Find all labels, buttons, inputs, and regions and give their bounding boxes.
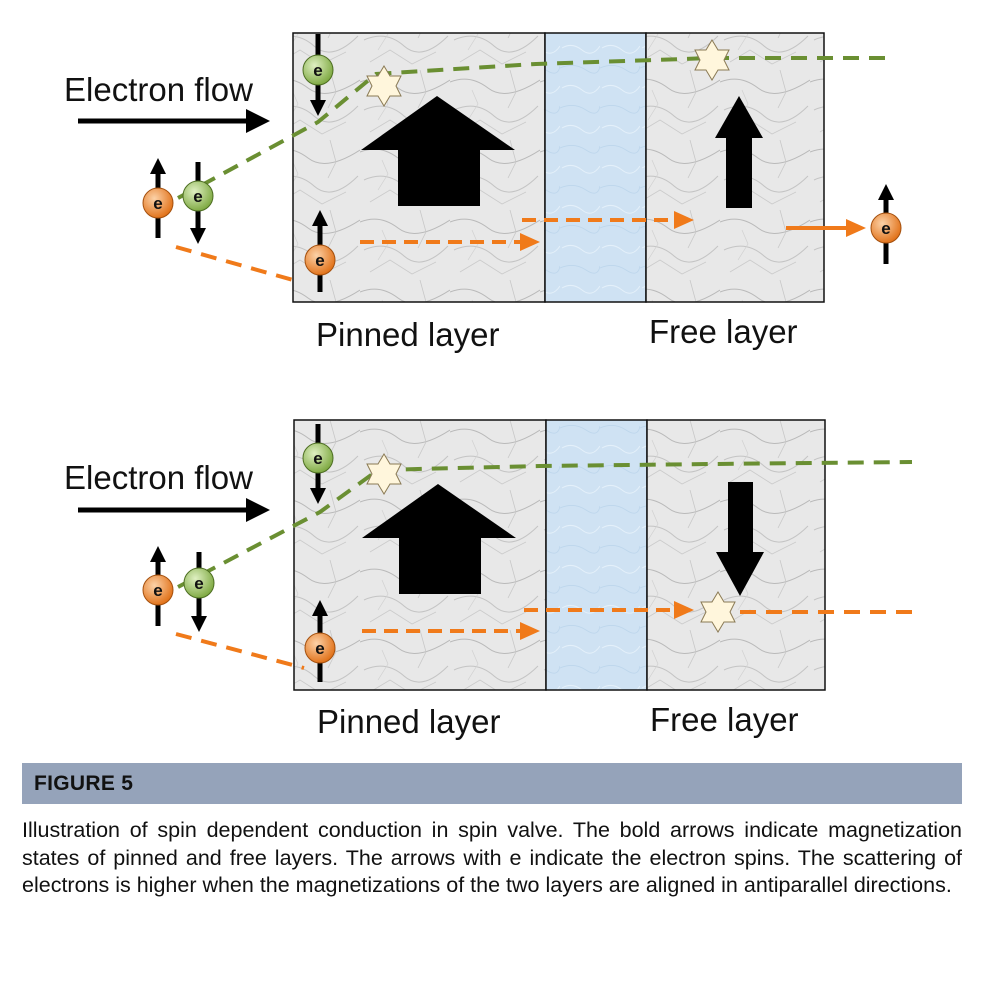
scatter-star-icon	[694, 39, 730, 81]
spacer-layer	[544, 32, 647, 303]
electron-flow-label: Electron flow	[64, 71, 253, 108]
free-layer-label: Free layer	[649, 313, 798, 350]
spin-arrow-head-icon	[150, 546, 166, 562]
panel-parallel: Electron flow e e	[64, 32, 902, 353]
free-magnetization-arrow-icon	[716, 482, 764, 596]
svg-text:e: e	[881, 219, 890, 238]
svg-text:e: e	[315, 251, 324, 270]
electron-icon: e	[183, 567, 215, 599]
orange-path-arrowhead-2	[674, 211, 694, 229]
electron-icon: e	[304, 244, 336, 276]
spin-valve-diagram: Electron flow e e	[64, 32, 922, 740]
orange-path-arrowhead-2	[674, 601, 694, 619]
orange-electron-path-entry	[175, 245, 301, 284]
spacer-layer	[545, 419, 648, 691]
spin-arrow-head-icon	[312, 210, 328, 226]
svg-text:e: e	[153, 581, 162, 600]
free-layer-label: Free layer	[650, 701, 799, 738]
green-electron-path	[177, 460, 913, 589]
electron-icon: e	[142, 187, 174, 219]
electron-icon: e	[302, 54, 334, 86]
scatter-star-icon	[700, 591, 736, 633]
free-magnetization-arrow-icon	[715, 96, 763, 208]
electron-icon: e	[182, 180, 214, 212]
electron-flow-label: Electron flow	[64, 459, 253, 496]
svg-text:e: e	[315, 639, 324, 658]
electron-icon: e	[304, 632, 336, 664]
svg-text:e: e	[153, 194, 162, 213]
figure-header-bar: FIGURE 5	[22, 763, 962, 804]
svg-text:e: e	[313, 61, 322, 80]
pinned-layer-label: Pinned layer	[317, 703, 500, 740]
spin-arrow-head-icon	[312, 600, 328, 616]
svg-text:e: e	[194, 574, 203, 593]
electron-icon: e	[870, 212, 902, 244]
spin-arrow-head-icon	[190, 228, 206, 244]
figure-caption: Illustration of spin dependent conductio…	[22, 818, 962, 897]
pinned-magnetization-arrow-icon	[362, 484, 516, 594]
pinned-magnetization-arrow-icon	[361, 96, 515, 206]
electron-flow-arrowhead	[246, 498, 270, 522]
spin-arrow-head-icon	[310, 100, 326, 116]
electron-flow-arrowhead	[246, 109, 270, 133]
spin-arrow-head-icon	[150, 158, 166, 174]
scatter-star-icon	[366, 65, 402, 107]
orange-path-arrowhead	[520, 233, 540, 251]
spin-arrow-head-icon	[310, 488, 326, 504]
electron-icon: e	[302, 442, 334, 474]
orange-path-arrowhead	[520, 622, 540, 640]
svg-text:e: e	[313, 449, 322, 468]
spin-arrow-head-icon	[191, 616, 207, 632]
green-electron-path	[177, 56, 890, 200]
orange-path-arrowhead-3	[846, 219, 866, 237]
panel-antiparallel: Electron flow e e	[64, 419, 922, 740]
electron-icon: e	[142, 574, 174, 606]
spin-arrow-head-icon	[878, 184, 894, 200]
svg-text:e: e	[193, 187, 202, 206]
figure-label: FIGURE 5	[34, 772, 134, 795]
pinned-layer-label: Pinned layer	[316, 316, 499, 353]
orange-electron-path-entry	[175, 632, 305, 670]
scatter-star-icon	[366, 453, 402, 495]
